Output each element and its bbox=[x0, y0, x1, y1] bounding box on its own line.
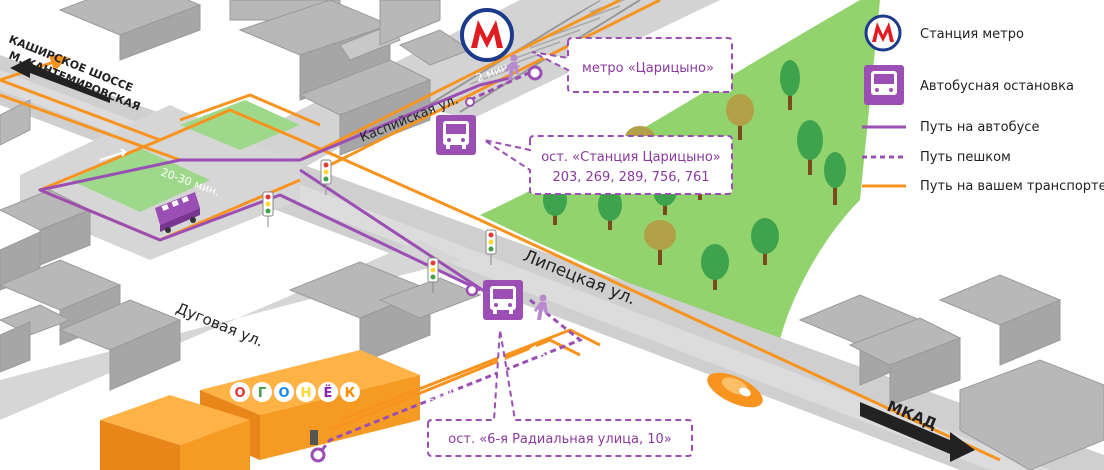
metro-exit-point bbox=[527, 65, 543, 81]
bus-stop-icon bbox=[483, 280, 523, 320]
callout-stop-name: ост. «Станция Царицыно» bbox=[541, 150, 721, 165]
callout-stop: ост. «Станция Царицыно» 203, 269, 289, 7… bbox=[483, 135, 733, 195]
walk-route bbox=[316, 68, 583, 456]
legend-bus-stop-text: Автобусная остановка bbox=[920, 79, 1074, 94]
callout-destination: ост. «6-я Радиальная улица, 10» bbox=[427, 329, 693, 457]
store-letter-text: К bbox=[345, 386, 356, 401]
store-letter-text: О bbox=[234, 386, 245, 401]
traffic-light-icon bbox=[320, 159, 332, 195]
tree-icon bbox=[824, 152, 846, 205]
store-letter: Г bbox=[252, 382, 272, 402]
callout-metro-text: метро «Царицыно» bbox=[582, 61, 714, 76]
store-letter-text: Ё bbox=[324, 385, 333, 401]
tree-icon bbox=[780, 60, 800, 110]
tree-icon bbox=[701, 244, 729, 290]
traffic-light-icon bbox=[262, 191, 274, 227]
legend-bus-path: Путь на автобусе bbox=[862, 120, 1039, 135]
legend-walk-path: Путь пешком bbox=[862, 150, 1011, 165]
pedestrian-icon bbox=[534, 294, 548, 320]
top-loop-lawn bbox=[180, 100, 300, 150]
bus-stop-icon bbox=[864, 65, 904, 105]
legend-metro-text: Станция метро bbox=[920, 27, 1024, 42]
car-route bbox=[0, 0, 1001, 462]
legend-car-path-text: Путь на вашем транспорте bbox=[920, 179, 1104, 194]
store-letter: О bbox=[230, 382, 250, 402]
bus-stop-point bbox=[465, 283, 479, 297]
metro-m-icon bbox=[872, 22, 894, 42]
legend: Станция метро Автобусная остановка Путь … bbox=[862, 14, 1104, 194]
metro-walk-start bbox=[465, 97, 475, 107]
store-door bbox=[310, 430, 318, 445]
callout-stop-routes: 203, 269, 289, 756, 761 bbox=[552, 170, 709, 185]
traffic-light-icon bbox=[485, 229, 497, 265]
ogonek-store: О Г О Н Ё К bbox=[100, 350, 420, 470]
store-sign: О Г О Н Ё К bbox=[230, 382, 360, 402]
tree-icon bbox=[751, 218, 779, 265]
legend-metro: Станция метро bbox=[864, 14, 1024, 52]
store-letter: Н bbox=[296, 382, 316, 402]
direction-arrow-right bbox=[860, 402, 975, 462]
legend-walk-path-text: Путь пешком bbox=[920, 150, 1011, 165]
legend-bus-path-text: Путь на автобусе bbox=[920, 120, 1039, 135]
tree-icon bbox=[726, 94, 754, 140]
bus-route bbox=[38, 76, 511, 297]
destination-point bbox=[310, 447, 326, 463]
store-letter: О bbox=[274, 382, 294, 402]
store-letter-text: Н bbox=[301, 386, 312, 401]
direction-arrow-left bbox=[10, 58, 110, 103]
store-letter-text: О bbox=[278, 386, 289, 401]
legend-car-path: Путь на вашем транспорте bbox=[862, 179, 1104, 194]
tree-icon bbox=[644, 220, 676, 265]
tree-icon bbox=[797, 120, 823, 175]
store-letter: К bbox=[340, 382, 360, 402]
pedestrian-icon bbox=[505, 54, 519, 80]
legend-bus-stop: Автобусная остановка bbox=[864, 65, 1074, 105]
store-letter: Ё bbox=[318, 382, 338, 402]
store-letter-text: Г bbox=[258, 386, 266, 401]
tree-icon bbox=[598, 189, 622, 230]
metro-m-icon bbox=[460, 8, 514, 62]
callout-metro: метро «Царицыно» bbox=[531, 37, 733, 93]
car-icon bbox=[707, 372, 763, 408]
callout-destination-text: ост. «6-я Радиальная улица, 10» bbox=[448, 432, 671, 447]
traffic-light-icon bbox=[427, 257, 439, 293]
bus-vehicle-icon bbox=[155, 192, 200, 233]
bus-stop-icon bbox=[436, 115, 476, 155]
lane-arrows bbox=[99, 148, 661, 391]
